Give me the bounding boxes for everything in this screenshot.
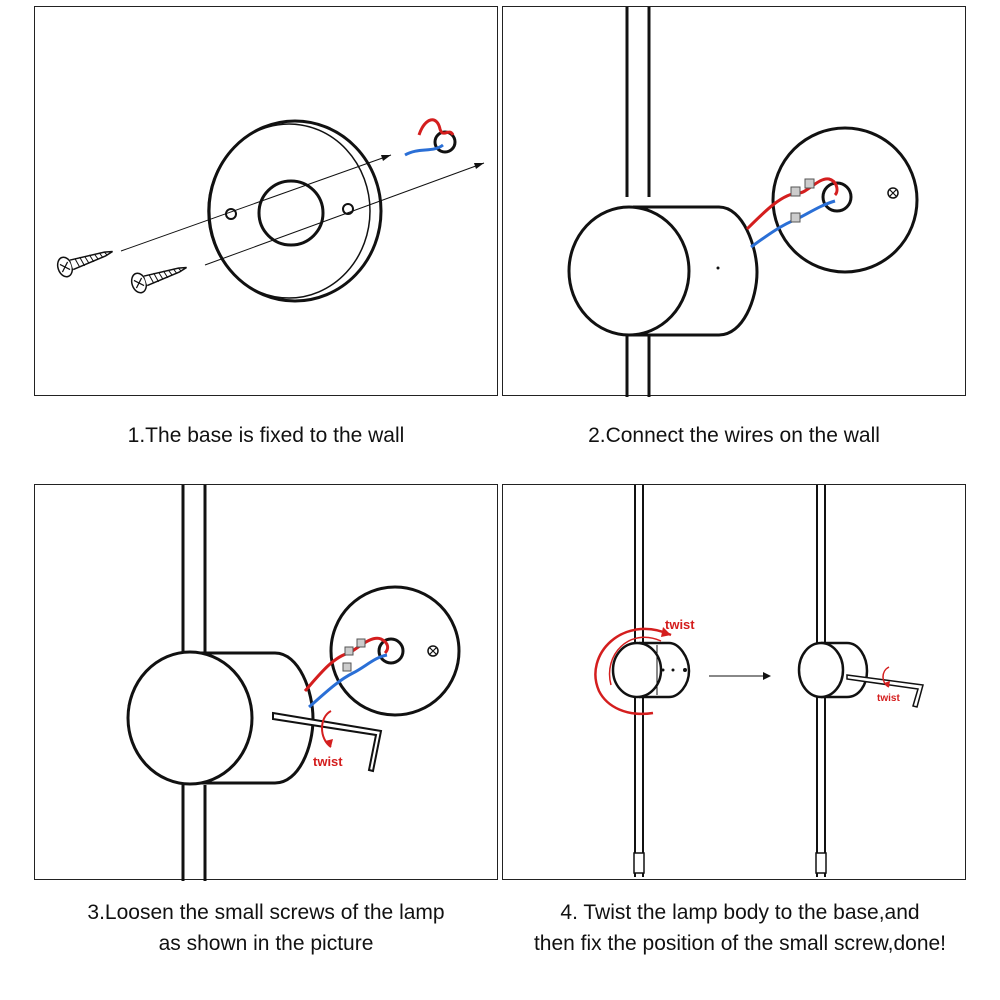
base-screw-icon — [427, 645, 439, 657]
step-1-caption: 1.The base is fixed to the wall — [34, 420, 498, 451]
step-4-drawing: twist twist — [594, 485, 924, 877]
twist-arrow-icon — [882, 666, 890, 688]
caption-line: 3.Loosen the small screws of the lamp — [87, 901, 445, 924]
step-1-illustration — [34, 6, 498, 396]
connector-icon — [804, 178, 815, 189]
step-3-caption: 3.Loosen the small screws of the lamp as… — [34, 897, 498, 959]
live-wire-icon — [417, 118, 455, 136]
step-2-drawing — [567, 7, 919, 397]
caption-line: as shown in the picture — [158, 932, 374, 955]
connector-icon — [790, 186, 801, 197]
lamp-face — [126, 650, 254, 786]
connector-icon — [344, 646, 354, 656]
twist-label: twist — [877, 693, 900, 704]
connector-icon — [342, 662, 352, 672]
caption-line: 4. Twist the lamp body to the base,and — [560, 901, 920, 924]
allen-key-icon — [846, 674, 924, 708]
base-center-hole — [257, 179, 325, 247]
caption-line: then fix the position of the small screw… — [533, 932, 947, 955]
connector-icon — [356, 638, 366, 648]
step-1-drawing — [56, 118, 485, 303]
lamp-face — [797, 641, 845, 699]
base-plate — [771, 126, 919, 274]
twist-arrow-icon — [321, 710, 332, 748]
twist-arrow-icon — [594, 627, 672, 716]
twist-label: twist — [313, 754, 343, 769]
step-4-illustration: twist twist — [502, 484, 966, 880]
lamp-rod — [625, 7, 651, 397]
lamp-rod — [815, 485, 827, 877]
base-center-hole — [821, 181, 853, 213]
lamp-rod — [633, 485, 645, 877]
screw-icon — [56, 250, 113, 278]
neutral-wire-icon — [308, 653, 388, 709]
step-2-illustration — [502, 6, 966, 397]
neutral-wire-icon — [404, 143, 444, 157]
base-screw-icon — [887, 187, 899, 199]
base-plate — [207, 119, 383, 303]
step-4-caption: 4. Twist the lamp body to the base,and t… — [490, 897, 990, 959]
lamp-rod — [181, 485, 207, 881]
step-3-illustration: twist — [34, 484, 498, 881]
caption-line: 1.The base is fixed to the wall — [127, 424, 405, 447]
lamp-face — [567, 205, 691, 337]
screw-icon — [130, 266, 187, 294]
twist-label: twist — [665, 617, 695, 632]
base-plate — [329, 585, 461, 717]
connector-icon — [790, 212, 801, 223]
step-2-caption: 2.Connect the wires on the wall — [502, 420, 966, 451]
base-screw-hole-right — [342, 203, 354, 215]
step-3-drawing: twist — [126, 485, 461, 881]
caption-line: 2.Connect the wires on the wall — [588, 424, 880, 447]
base-center-hole — [377, 637, 405, 665]
lamp-face — [611, 641, 663, 699]
allen-key-icon — [272, 711, 383, 773]
